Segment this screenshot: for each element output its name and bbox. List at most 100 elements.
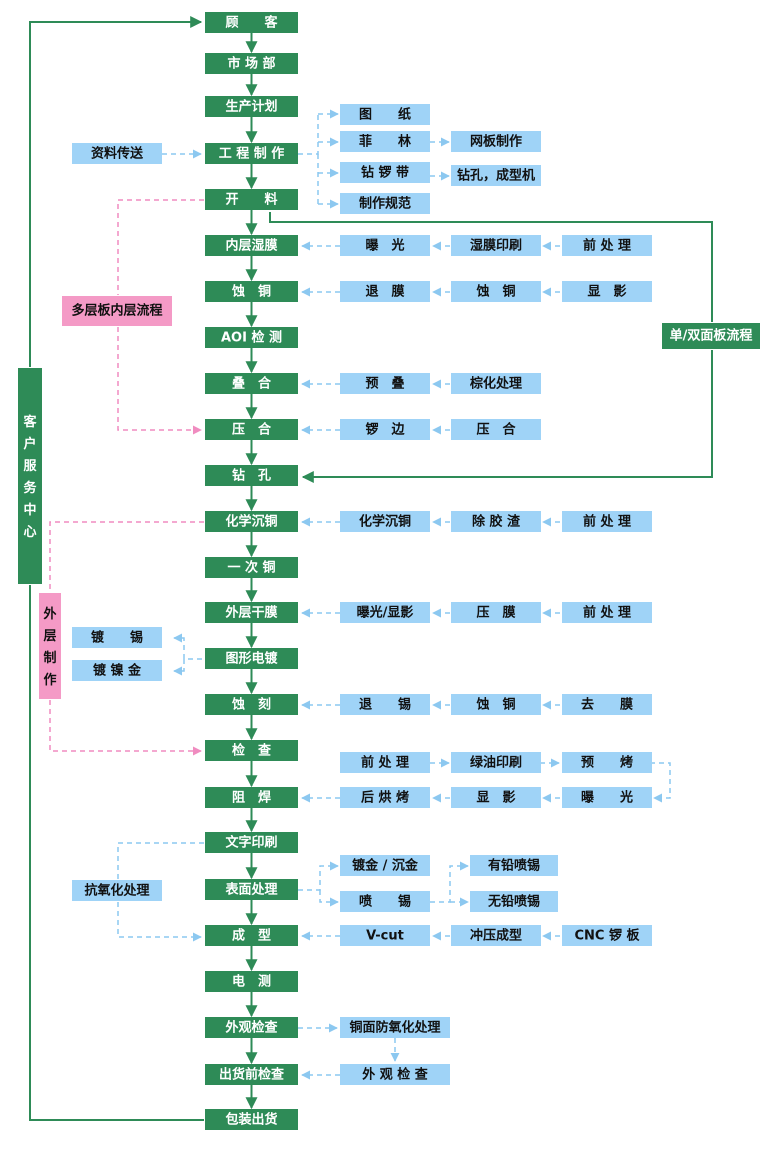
main-step: 一 次 铜 xyxy=(205,557,298,578)
inner-develop-box: 显 影 xyxy=(562,281,652,302)
outer-layer-label: 外层制作 xyxy=(39,593,61,699)
svg-text:V-cut: V-cut xyxy=(366,929,404,944)
main-step: 蚀 刻 xyxy=(205,694,298,715)
screen-making-box: 网板制作 xyxy=(451,131,541,152)
main-step: 钻 孔 xyxy=(205,465,298,486)
inner-strip-box: 退 膜 xyxy=(340,281,430,302)
multilayer-inner-label: 多层板内层流程 xyxy=(62,296,172,326)
leaded-hasl-box: 有铅喷锡 xyxy=(470,855,558,876)
svg-text:曝 光: 曝 光 xyxy=(365,238,404,254)
strip-film-box: 去 膜 xyxy=(562,694,652,715)
svg-text:顾 客: 顾 客 xyxy=(225,15,278,31)
output-film-box: 菲 林 xyxy=(340,131,430,152)
svg-text:铜面防氧化处理: 铜面防氧化处理 xyxy=(348,1020,440,1036)
main-step: 外层干膜 xyxy=(205,602,298,623)
svg-text:前 处 理: 前 处 理 xyxy=(361,755,409,771)
strip-tin-box: 退 锡 xyxy=(340,694,430,715)
outer-pretreat-box: 前 处 理 xyxy=(562,602,652,623)
main-step: 包装出货 xyxy=(205,1109,298,1130)
cnc-routing-box: CNC 锣 板 xyxy=(562,925,652,946)
v-cut-box: V-cut xyxy=(340,925,430,946)
svg-text:菲 林: 菲 林 xyxy=(359,134,411,150)
inner-exposure-box: 曝 光 xyxy=(340,235,430,256)
svg-text:外 观 检 查: 外 观 检 查 xyxy=(361,1067,429,1083)
outer-etch-box: 蚀 铜 xyxy=(451,694,541,715)
svg-text:化学沉铜: 化学沉铜 xyxy=(359,514,411,530)
svg-text:外层制作: 外层制作 xyxy=(42,606,56,688)
main-step: 内层湿膜 xyxy=(205,235,298,256)
anti-oxidation-box: 抗氧化处理 xyxy=(72,880,162,901)
output-spec-box: 制作规范 xyxy=(340,193,430,214)
svg-text:抗氧化处理: 抗氧化处理 xyxy=(84,883,149,899)
svg-text:压 合: 压 合 xyxy=(232,422,272,438)
svg-text:蚀 铜: 蚀 铜 xyxy=(231,284,271,300)
svg-text:成 型: 成 型 xyxy=(232,928,271,944)
edge-routing-box: 锣 边 xyxy=(340,419,430,440)
main-step: 检 查 xyxy=(205,740,298,761)
svg-text:工 程 制 作: 工 程 制 作 xyxy=(219,146,285,162)
main-step: 电 测 xyxy=(205,971,298,992)
svg-text:客户服务中心: 客户服务中心 xyxy=(23,414,37,540)
svg-text:钻孔，成型机: 钻孔，成型机 xyxy=(457,168,535,184)
svg-text:阻 焊: 阻 焊 xyxy=(232,790,271,806)
svg-text:显 影: 显 影 xyxy=(476,790,515,806)
main-step: 市 场 部 xyxy=(205,53,298,74)
svg-text:显 影: 显 影 xyxy=(587,284,626,300)
drill-routing-machine-box: 钻孔，成型机 xyxy=(451,165,541,186)
main-step: AOI 检 测 xyxy=(205,327,298,348)
gold-plating-box: 镀金 / 沉金 xyxy=(340,855,430,876)
svg-text:除 胶 渣: 除 胶 渣 xyxy=(472,514,521,530)
svg-text:蚀 铜: 蚀 铜 xyxy=(475,697,515,713)
svg-text:外观检查: 外观检查 xyxy=(224,1020,278,1036)
svg-text:内层湿膜: 内层湿膜 xyxy=(225,238,277,254)
svg-text:曝光/显影: 曝光/显影 xyxy=(357,605,414,621)
final-visual-inspection-box: 外 观 检 查 xyxy=(340,1064,450,1085)
svg-text:图形电镀: 图形电镀 xyxy=(225,651,278,667)
main-step: 蚀 铜 xyxy=(205,281,298,302)
punch-forming-box: 冲压成型 xyxy=(451,925,541,946)
nickel-gold-box: 镀 镍 金 xyxy=(72,660,162,681)
svg-text:前 处 理: 前 处 理 xyxy=(583,605,631,621)
svg-text:资料传送: 资料传送 xyxy=(91,146,144,162)
svg-text:绿油印刷: 绿油印刷 xyxy=(470,755,522,771)
main-step: 阻 焊 xyxy=(205,787,298,808)
sm-exposure-box: 曝 光 xyxy=(562,787,652,808)
customer-service-label: 客户服务中心 xyxy=(18,368,42,584)
svg-text:表面处理: 表面处理 xyxy=(224,882,277,898)
svg-text:文字印刷: 文字印刷 xyxy=(225,835,277,851)
svg-text:退 膜: 退 膜 xyxy=(365,284,404,300)
svg-text:前 处 理: 前 处 理 xyxy=(583,514,631,530)
svg-text:多层板内层流程: 多层板内层流程 xyxy=(71,303,162,319)
main-step: 生产计划 xyxy=(205,96,298,117)
main-step: 开 料 xyxy=(205,189,298,210)
svg-text:喷 锡: 喷 锡 xyxy=(359,894,411,910)
output-drill-tape-box: 钻 锣 带 xyxy=(340,162,430,183)
inner-wet-film-box: 湿膜印刷 xyxy=(451,235,541,256)
svg-text:生产计划: 生产计划 xyxy=(225,99,277,115)
copper-anti-oxidation-box: 铜面防氧化处理 xyxy=(340,1017,450,1038)
data-transfer-box: 资料传送 xyxy=(72,143,162,164)
output-drawing-box: 图 纸 xyxy=(340,104,430,125)
desmear-box: 除 胶 渣 xyxy=(451,511,541,532)
svg-text:一 次 铜: 一 次 铜 xyxy=(227,560,275,576)
main-step: 出货前检查 xyxy=(205,1064,298,1085)
pth-pretreat-box: 前 处 理 xyxy=(562,511,652,532)
svg-text:镀 锡: 镀 锡 xyxy=(91,630,143,646)
sm-develop-box: 显 影 xyxy=(451,787,541,808)
svg-text:化学沉铜: 化学沉铜 xyxy=(225,514,277,530)
svg-text:检 查: 检 查 xyxy=(232,743,272,759)
svg-text:钻 锣 带: 钻 锣 带 xyxy=(361,165,409,181)
svg-text:镀金 / 沉金: 镀金 / 沉金 xyxy=(352,858,419,874)
svg-text:锣 边: 锣 边 xyxy=(365,422,405,438)
svg-text:退 锡: 退 锡 xyxy=(359,697,411,713)
single-double-label: 单/双面板流程 xyxy=(662,323,760,349)
laminate-film-box: 压 膜 xyxy=(451,602,541,623)
svg-text:钻 孔: 钻 孔 xyxy=(232,468,271,484)
main-step: 文字印刷 xyxy=(205,832,298,853)
inner-etch-box: 蚀 铜 xyxy=(451,281,541,302)
svg-text:蚀 刻: 蚀 刻 xyxy=(231,697,271,713)
svg-text:有铅喷锡: 有铅喷锡 xyxy=(488,858,540,874)
svg-text:压 膜: 压 膜 xyxy=(476,605,515,621)
green-oil-print-box: 绿油印刷 xyxy=(451,752,541,773)
